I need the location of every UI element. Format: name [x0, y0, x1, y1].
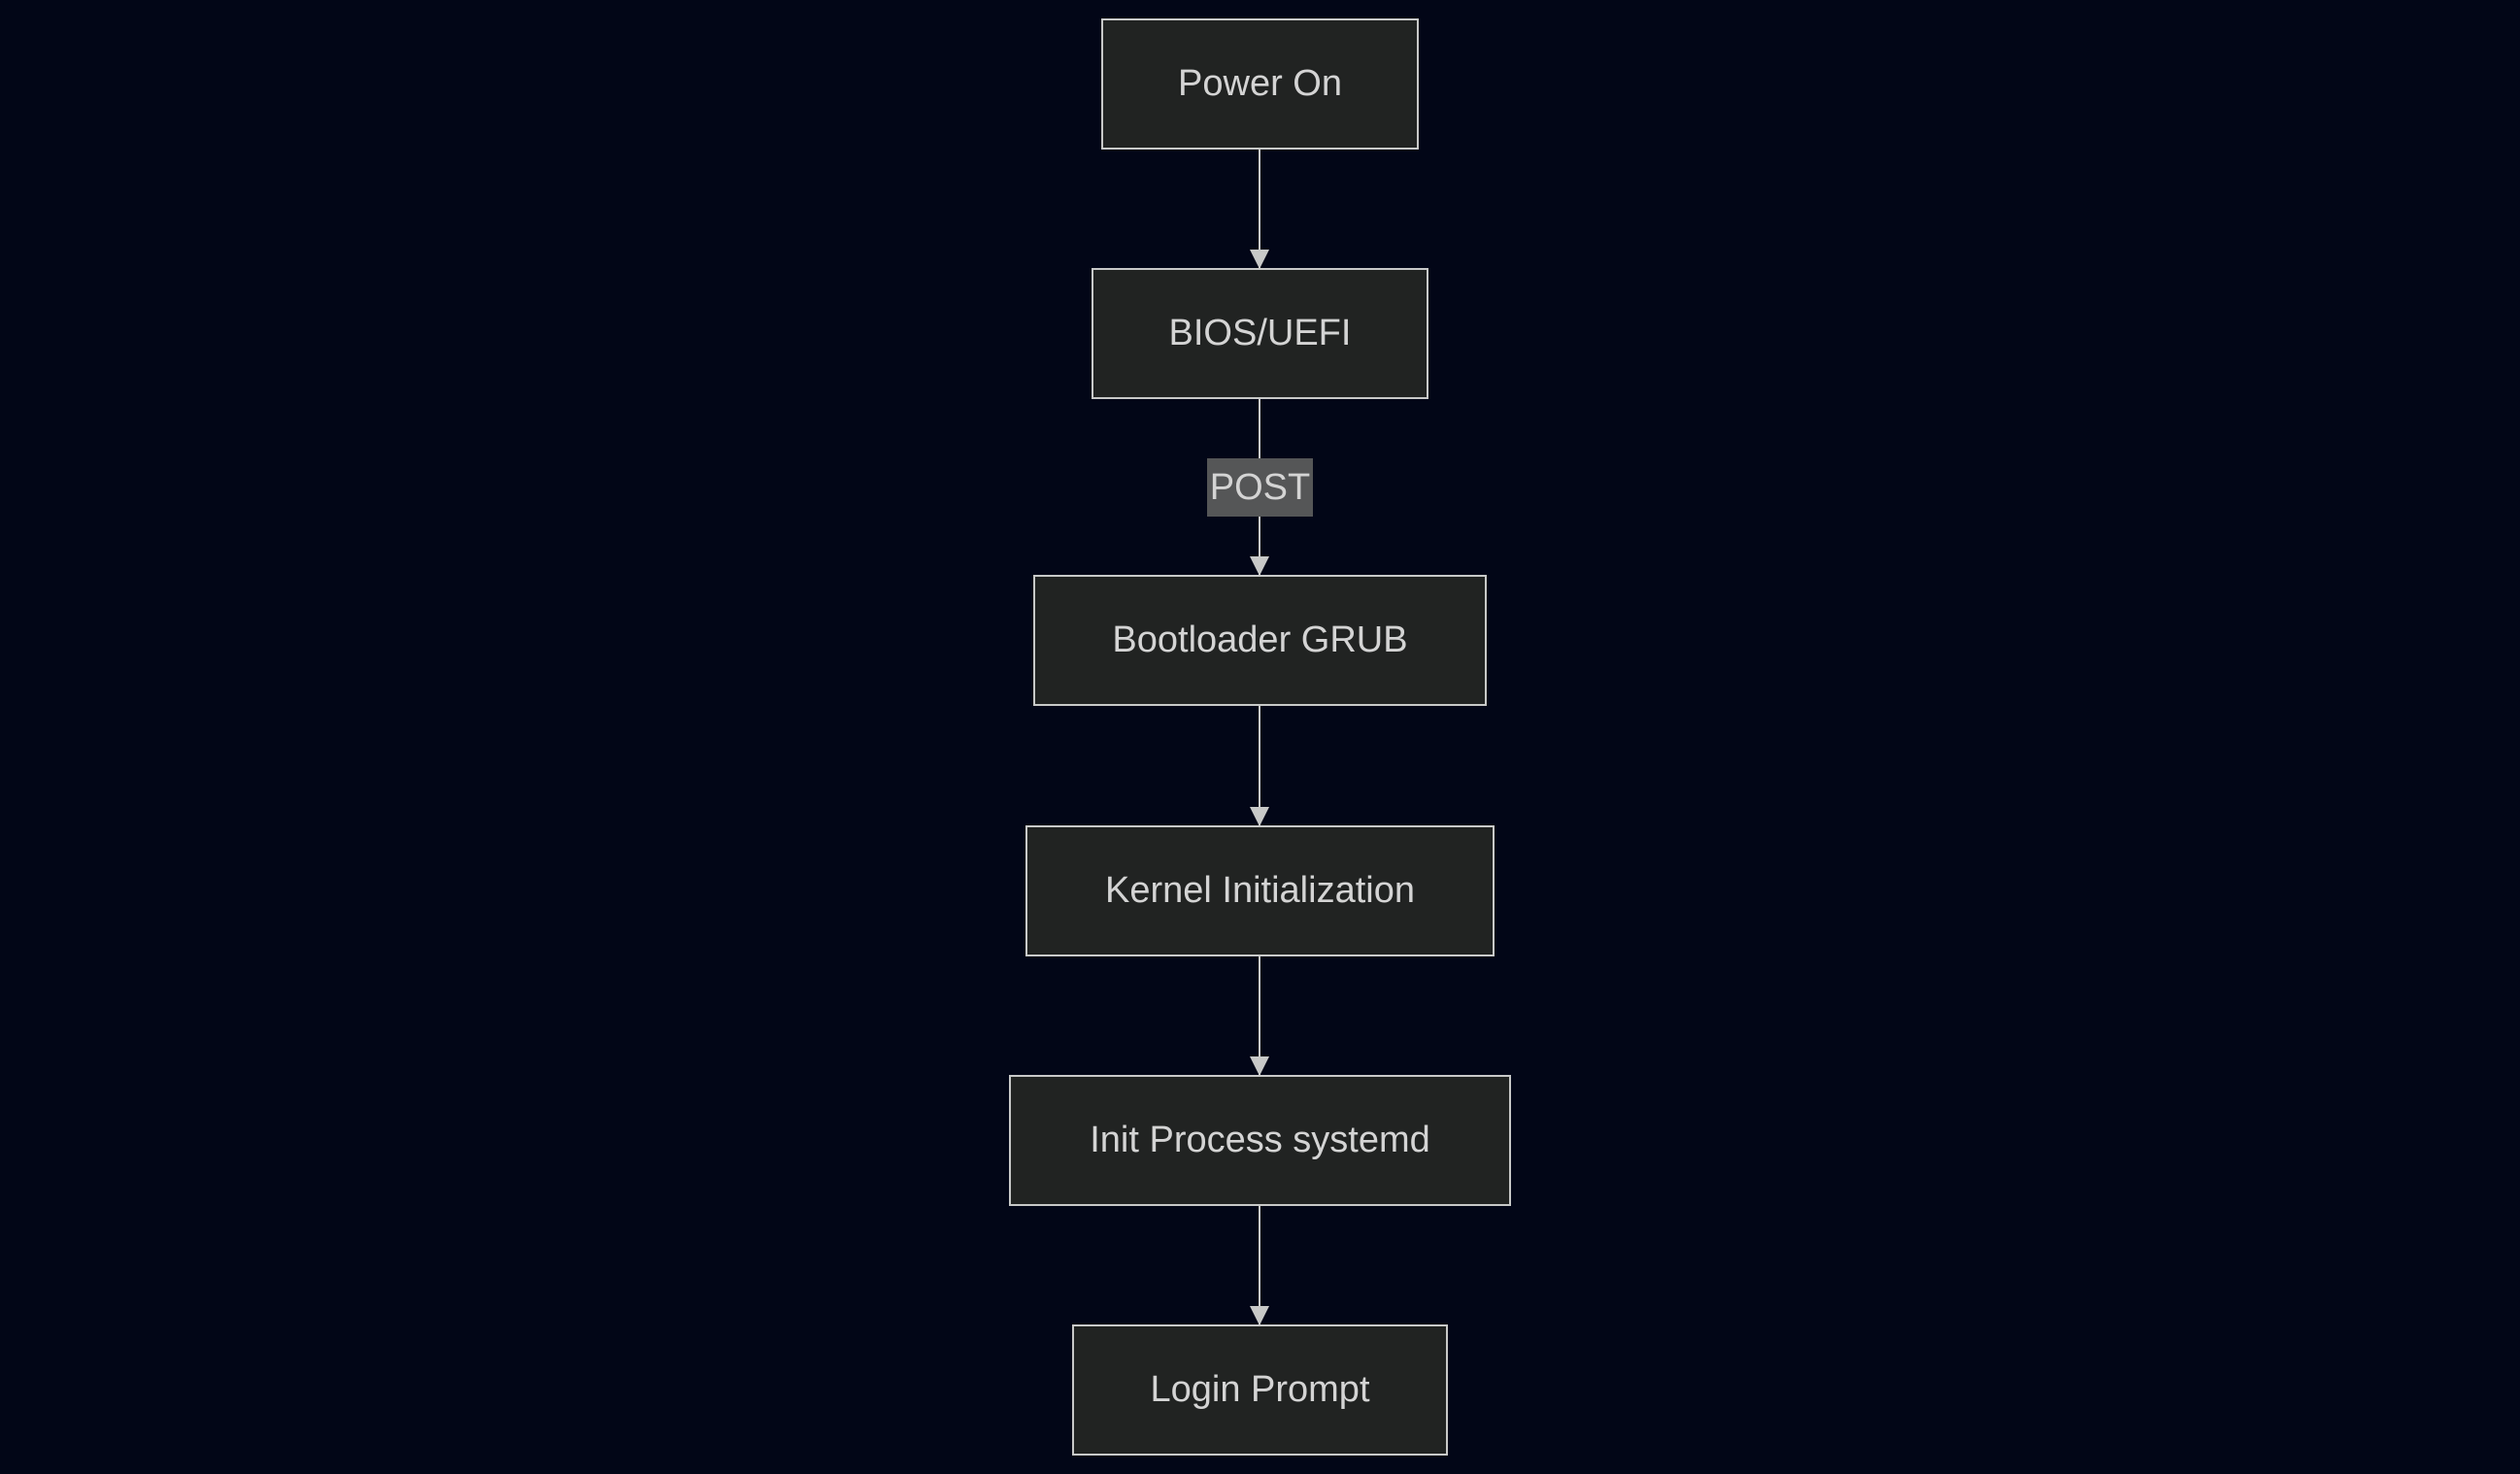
node-kernel-initialization-label: Kernel Initialization: [1105, 870, 1415, 911]
edge-label-post: POST: [1207, 458, 1313, 517]
node-bios-uefi-label: BIOS/UEFI: [1168, 313, 1352, 353]
node-power-on: Power On: [1101, 18, 1419, 150]
node-bootloader-grub: Bootloader GRUB: [1033, 575, 1487, 706]
node-kernel-initialization: Kernel Initialization: [1025, 825, 1495, 956]
arrowhead-init-to-login: [1250, 1306, 1269, 1325]
node-power-on-label: Power On: [1178, 63, 1342, 104]
node-init-process-systemd: Init Process systemd: [1009, 1075, 1511, 1206]
node-login-prompt: Login Prompt: [1072, 1324, 1448, 1456]
node-login-prompt-label: Login Prompt: [1150, 1369, 1370, 1410]
arrowhead-bios-to-bootloader: [1250, 556, 1269, 576]
node-init-process-systemd-label: Init Process systemd: [1090, 1120, 1430, 1160]
edge-label-post-text: POST: [1209, 466, 1311, 508]
arrowhead-bootloader-to-kernel: [1250, 807, 1269, 826]
arrowhead-kernel-to-init: [1250, 1056, 1269, 1076]
arrowhead-power-on-to-bios: [1250, 250, 1269, 269]
node-bootloader-grub-label: Bootloader GRUB: [1112, 620, 1408, 660]
node-bios-uefi: BIOS/UEFI: [1092, 268, 1428, 399]
